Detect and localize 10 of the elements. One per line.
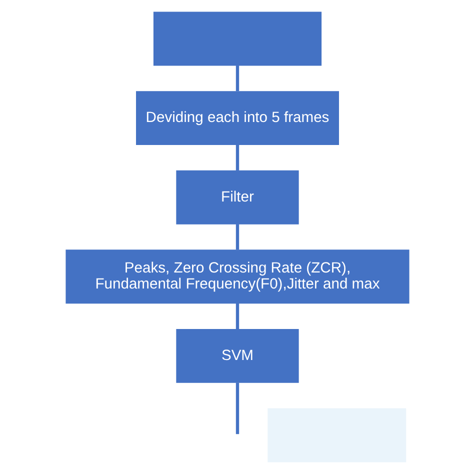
connector: [235, 144, 239, 170]
connector: [235, 303, 239, 330]
node-box: Deviding each into 5 frames: [136, 91, 338, 146]
connector: [235, 66, 239, 92]
node-box: Filter: [176, 170, 298, 224]
node-box: [152, 12, 322, 66]
connector: [235, 382, 239, 434]
node-box: SVM: [176, 328, 298, 383]
node-box: Peaks, Zero Crossing Rate (ZCR), Fundamental Frequency(F0),Jitter and max: [65, 250, 409, 304]
connector: [235, 224, 239, 250]
